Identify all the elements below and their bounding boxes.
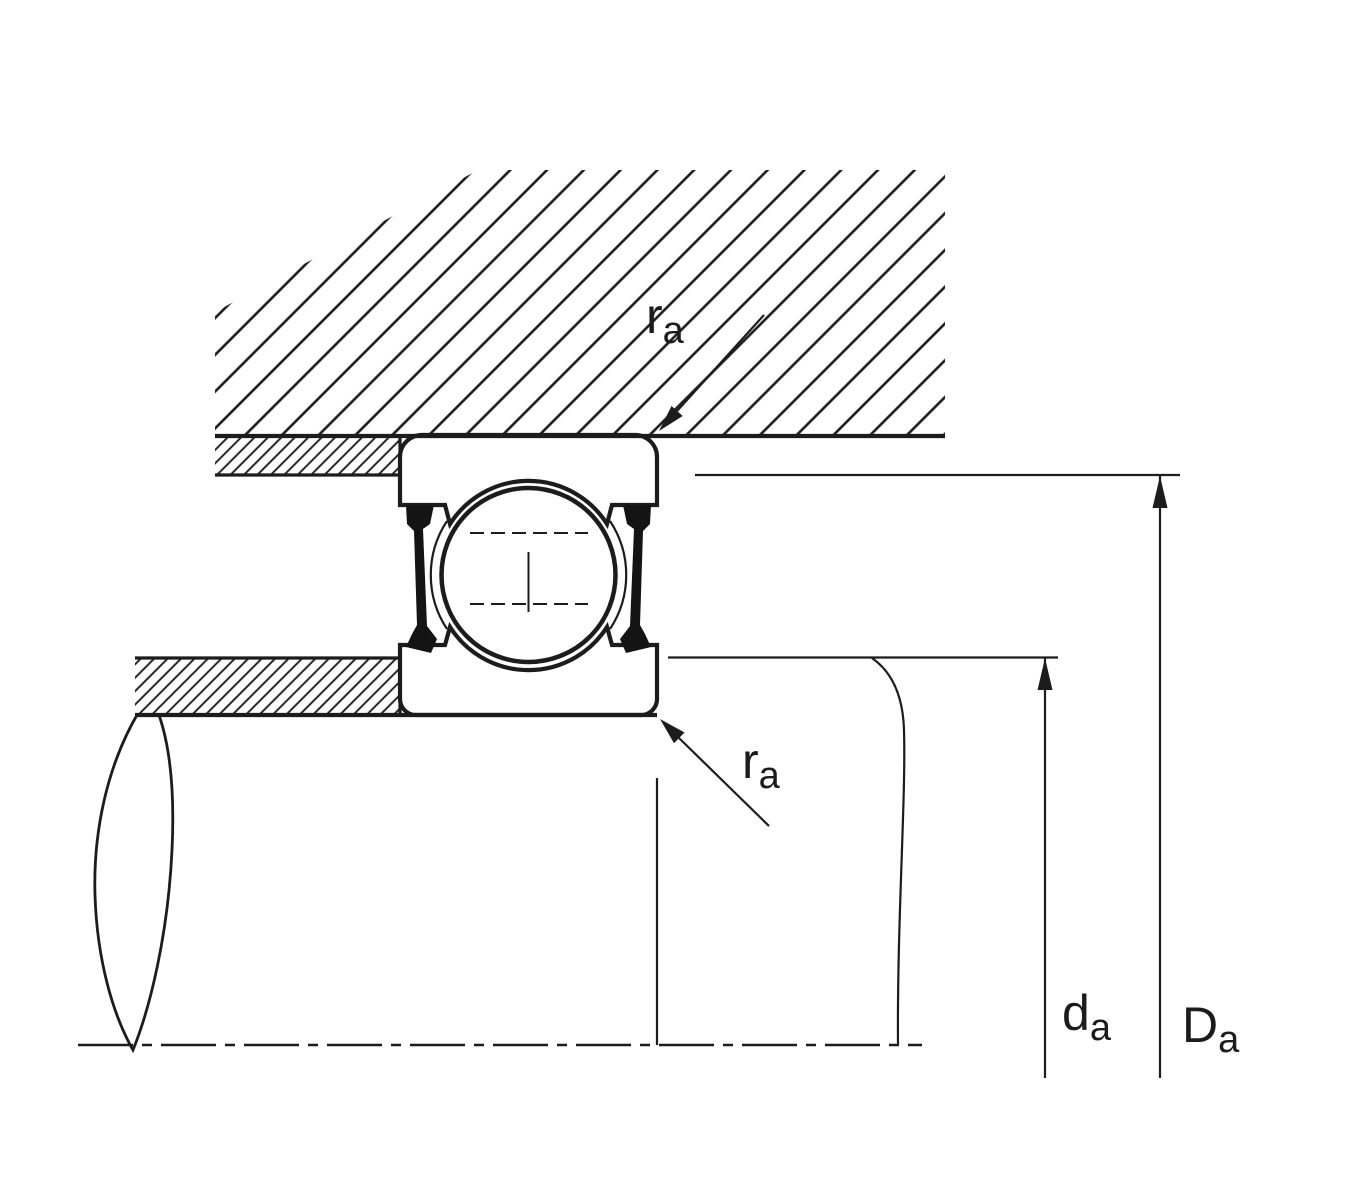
label-da: da (1062, 985, 1112, 1049)
shaft-break-section (93, 713, 175, 1054)
seal-right (620, 505, 651, 653)
housing-shoulder-ring-hatch (215, 438, 400, 475)
label-ra-upper: ra (646, 288, 685, 352)
label-Da: Da (1182, 997, 1240, 1061)
housing-section-hatch (215, 170, 945, 436)
shaft-shoulder-ring-hatch (135, 658, 400, 715)
cage-left (429, 520, 448, 630)
da-arrowhead (1037, 658, 1053, 690)
bearing-outer-ring (397, 432, 660, 530)
seal-left (406, 505, 437, 653)
ra-lower-leader (678, 737, 770, 827)
ra-upper-leader (676, 314, 765, 412)
Da-arrowhead (1152, 476, 1168, 508)
label-ra-lower: ra (742, 733, 781, 797)
ra-lower-arrowhead (660, 719, 685, 744)
ra-upper-arrowhead (659, 406, 683, 431)
shaft-break-contour (871, 657, 906, 1046)
bearing-inner-ring (397, 621, 660, 718)
